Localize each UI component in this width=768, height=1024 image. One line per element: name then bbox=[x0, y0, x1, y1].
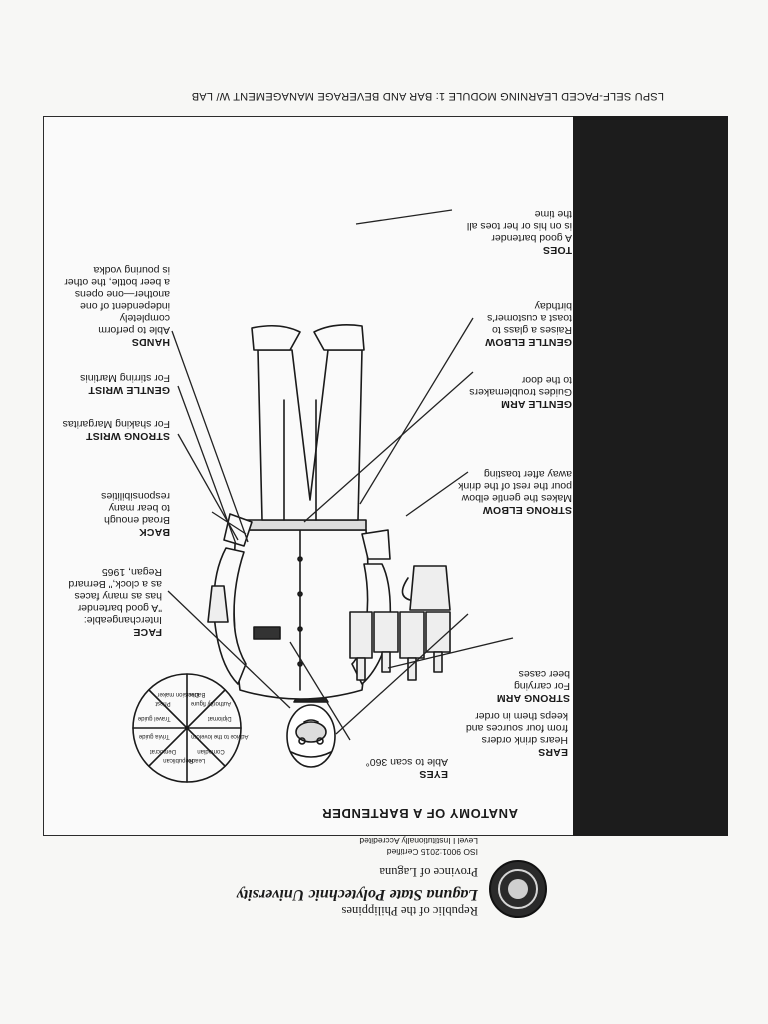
clock-face-label: Comedian bbox=[197, 748, 224, 754]
clock-face-label: Authority figure bbox=[190, 700, 231, 706]
label-ears: EARS Hears drink orders from four source… bbox=[466, 710, 568, 758]
label-gentle-elbow: GENTLE ELBOW Raises a glass to toast a c… bbox=[485, 300, 572, 348]
clock-face-label: Travel guide bbox=[137, 715, 170, 721]
label-strong-arm: STRONG ARM For carrying beer cases bbox=[497, 668, 570, 704]
label-strong-wrist: STRONG WRIST For shaking Margaritas bbox=[63, 418, 170, 442]
module-footer: LSPU SELF-PACED LEARNING MODULE 1: BAR A… bbox=[192, 90, 664, 102]
clock-face-label: Advice to the lovelorn bbox=[191, 733, 248, 739]
label-strong-elbow: STRONG ELBOW Makes the gentle elbow pour… bbox=[458, 468, 572, 516]
label-back: BACK Broad enough to bear many responsib… bbox=[101, 490, 170, 538]
clock-face-label: Diplomat bbox=[208, 715, 232, 721]
label-toes: TOES A good bartender is on his or her t… bbox=[467, 208, 572, 256]
label-eyes: EYES Able to scan 360° bbox=[366, 756, 448, 780]
label-gentle-arm: GENTLE ARM Guides troublemakers to the d… bbox=[469, 374, 572, 410]
label-hands: HANDS Able to perform completely indepen… bbox=[64, 264, 170, 348]
label-face: FACE Interchangeable: "A good bartender … bbox=[68, 566, 162, 638]
clock-face-label: Leader bbox=[186, 757, 205, 763]
clock-face-label: Trivia guide bbox=[138, 733, 169, 739]
clock-face-label: Democrat bbox=[150, 748, 176, 754]
label-gentle-wrist: GENTLE WRIST For stirring Martinis bbox=[80, 372, 170, 396]
clock-face-label: Priest bbox=[155, 700, 171, 706]
clock-face-label: Banker bbox=[186, 691, 205, 697]
